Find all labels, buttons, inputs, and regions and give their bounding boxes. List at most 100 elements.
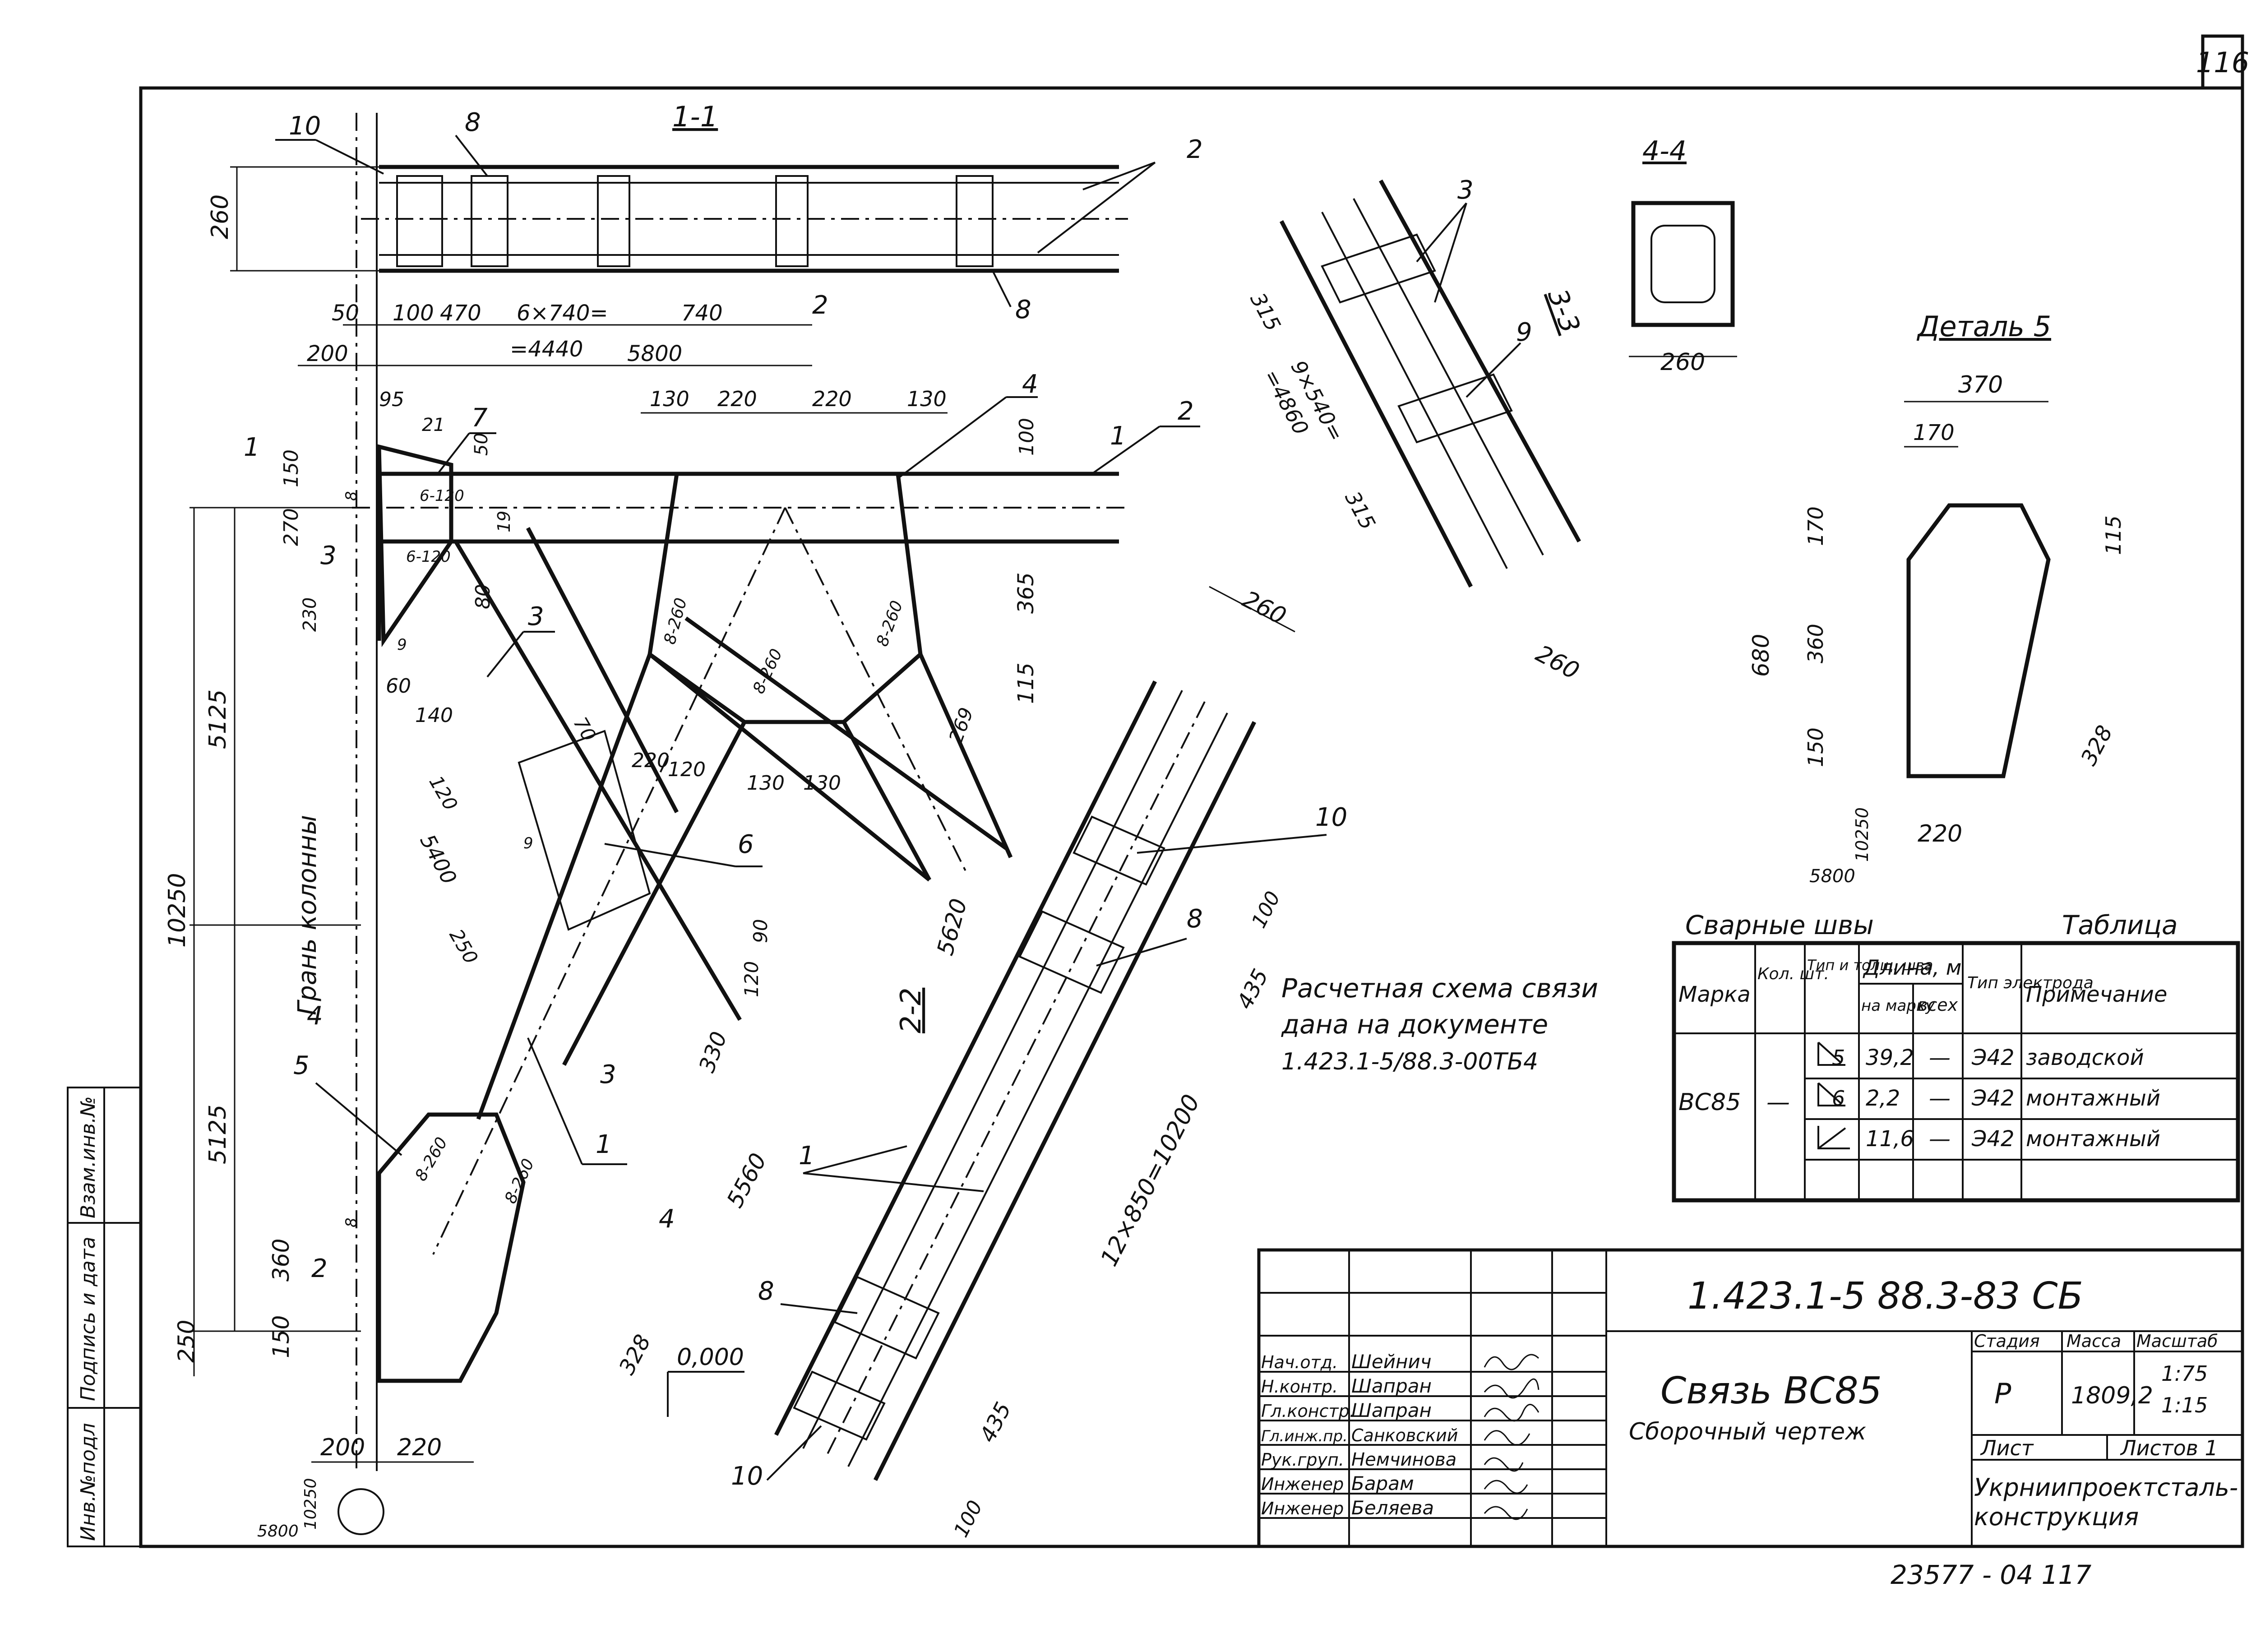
dim-269: 269 xyxy=(944,704,977,746)
r2-electrode: Э42 xyxy=(1971,1086,2015,1111)
pos-5: 5 xyxy=(293,1051,310,1080)
dim-150-top: 150 xyxy=(280,449,303,487)
section-2-2: 2-2 10 8 1 8 10 260 100 435 12×850=10200… xyxy=(731,586,1347,1541)
dim-33-315-top: 315 xyxy=(1245,289,1285,335)
stamp-vzam: Взам.инв.№ xyxy=(77,1096,100,1218)
drawing-title: Связь ВС85 xyxy=(1660,1370,1882,1412)
staff-name-4: Санковский xyxy=(1351,1425,1458,1445)
weld-mark-8-260-b: 8-260 xyxy=(749,646,786,697)
dim-90: 90 xyxy=(749,919,772,943)
d5-dim-10250: 10250 xyxy=(1852,807,1872,862)
d5-dim-328: 328 xyxy=(2076,721,2117,769)
dim-360: 360 xyxy=(268,1239,294,1282)
cut-4-upper: 4 xyxy=(307,1001,323,1031)
r1-total: — xyxy=(1929,1045,1951,1070)
staff-name-3: Шапран xyxy=(1351,1399,1432,1421)
staff-role-5: Рук.груп. xyxy=(1261,1450,1344,1470)
dim-33-315-bottom: 315 xyxy=(1340,487,1380,534)
weld-table-label: Таблица xyxy=(2062,910,2178,940)
dim-60: 60 xyxy=(386,675,411,698)
dim-5125-lower: 5125 xyxy=(204,1105,231,1164)
stage-value: Р xyxy=(1994,1377,2011,1410)
staff-rows: Нач.отд. Шейнич Н.контр. Шапран Гл.конст… xyxy=(1259,1351,1606,1519)
cut-1-left: 1 xyxy=(244,433,260,462)
dim-21: 21 xyxy=(422,415,445,435)
dim-22-435-bottom: 435 xyxy=(975,1398,1016,1446)
th-length: Длина, м xyxy=(1863,955,1961,980)
column-face-label: Грань колонны xyxy=(293,815,322,1015)
detail-5: Деталь 5 370 170 115 680 170 360 150 328… xyxy=(1748,310,2126,887)
dim-22-435-top: 435 xyxy=(1232,965,1273,1013)
cut-3-upper: 3 xyxy=(320,541,337,570)
design-note: Расчетная схема связи дана на документе … xyxy=(1281,973,1598,1075)
dim-22-100-bottom: 100 xyxy=(949,1497,987,1541)
th-type: Тип и толщ. шва xyxy=(1807,957,1933,974)
dim-365: 365 xyxy=(1013,572,1039,614)
dim-22-12x850: 12×850=10200 xyxy=(1096,1090,1205,1271)
cut-3-lower: 3 xyxy=(600,1060,616,1089)
weld-mark-8-260-d: 8-260 xyxy=(411,1134,451,1184)
d5-dim-360: 360 xyxy=(1803,624,1828,663)
title-block: Нач.отд. Шейнич Н.контр. Шапран Гл.конст… xyxy=(1257,1248,2244,1548)
weld-mark-8-260-a: 8-260 xyxy=(661,596,691,647)
mass-label: Масса xyxy=(2066,1331,2121,1351)
detail-5-label: Деталь 5 xyxy=(1916,310,2051,343)
weld-table: Сварные швы Таблица Марка Кол. шт. Тип и… xyxy=(1672,910,2240,1203)
dim-5400: 5400 xyxy=(415,830,462,888)
section-4-4: 4-4 260 xyxy=(1629,135,1737,376)
dim-100: 100 xyxy=(1015,418,1038,456)
dim-1-1-100: 100 xyxy=(393,301,434,326)
dim-22-100-top: 100 xyxy=(1247,888,1285,932)
dim-5560: 5560 xyxy=(721,1149,772,1212)
pos-10-22-bottom: 10 xyxy=(731,1462,763,1491)
r1-type: 5 xyxy=(1832,1046,1845,1070)
th-mark: Марка xyxy=(1678,982,1751,1007)
staff-role-2: Н.контр. xyxy=(1261,1377,1338,1397)
staff-name-1: Шейнич xyxy=(1351,1351,1432,1373)
sheet-frame: 116 xyxy=(139,34,2249,1548)
dim-270: 270 xyxy=(280,508,303,546)
pos-8-22-top: 8 xyxy=(1187,904,1203,934)
drawing-subtitle: Сборочный чертеж xyxy=(1629,1418,1866,1445)
note-line-3: 1.423.1-5/88.3-00ТБ4 xyxy=(1281,1048,1538,1075)
dim-220-bottom: 220 xyxy=(397,1434,442,1461)
th-qty: Кол. шт. xyxy=(1757,965,1829,983)
staff-role-7: Инженер xyxy=(1261,1499,1344,1518)
r3-per-mark: 11,6 xyxy=(1866,1126,1914,1152)
sheets-label: Листов 1 xyxy=(2120,1436,2218,1460)
dim-120-b: 120 xyxy=(668,758,706,781)
r2-total: — xyxy=(1929,1086,1951,1111)
dim-50: 50 xyxy=(471,433,492,456)
weld-mark-8-a: 8 xyxy=(342,491,361,501)
d5-dim-370: 370 xyxy=(1958,371,2003,398)
weld-mark-8-260-c: 8-260 xyxy=(873,598,906,649)
r2-per-mark: 2,2 xyxy=(1866,1086,1900,1111)
pos-1-22: 1 xyxy=(799,1141,815,1171)
section-label-2-2: 2-2 xyxy=(894,988,927,1033)
doc-code: 1.423.1-5 88.3-83 СБ xyxy=(1687,1275,2083,1318)
dim-120-a: 120 xyxy=(425,772,462,814)
footer-code: 23577 - 04 117 xyxy=(1891,1559,2091,1590)
dim-230: 230 xyxy=(300,597,320,632)
section-label-1-1: 1-1 xyxy=(672,100,718,133)
th-total: всех xyxy=(1918,995,1958,1015)
weld-mark-9-a: 9 xyxy=(397,636,407,654)
scale-value-2: 1:15 xyxy=(2161,1393,2208,1417)
r1-remark: заводской xyxy=(2026,1045,2144,1070)
cut-2-mark: 2 xyxy=(812,291,828,320)
r3-remark: монтажный xyxy=(2026,1126,2160,1152)
dim-1-1-4440: =4440 xyxy=(510,337,583,362)
dim-95: 95 xyxy=(379,388,404,411)
staff-name-5: Немчинова xyxy=(1351,1449,1456,1470)
dim-33-260: 260 xyxy=(1531,640,1584,685)
scale-value-1: 1:75 xyxy=(2161,1361,2208,1386)
cell-mark: ВС85 xyxy=(1678,1089,1741,1116)
dim-1-1-470: 470 xyxy=(440,301,481,326)
pos-10-top: 10 xyxy=(289,111,321,141)
note-line-2: дана на документе xyxy=(1281,1009,1548,1040)
dim-10250: 10250 xyxy=(164,873,191,948)
staff-role-4: Гл.инж.пр. xyxy=(1261,1427,1348,1445)
section-1-1: 1-1 260 50 100 470 6×740= =4440 740 200 … xyxy=(207,100,1203,366)
staff-name-6: Барам xyxy=(1351,1472,1414,1495)
